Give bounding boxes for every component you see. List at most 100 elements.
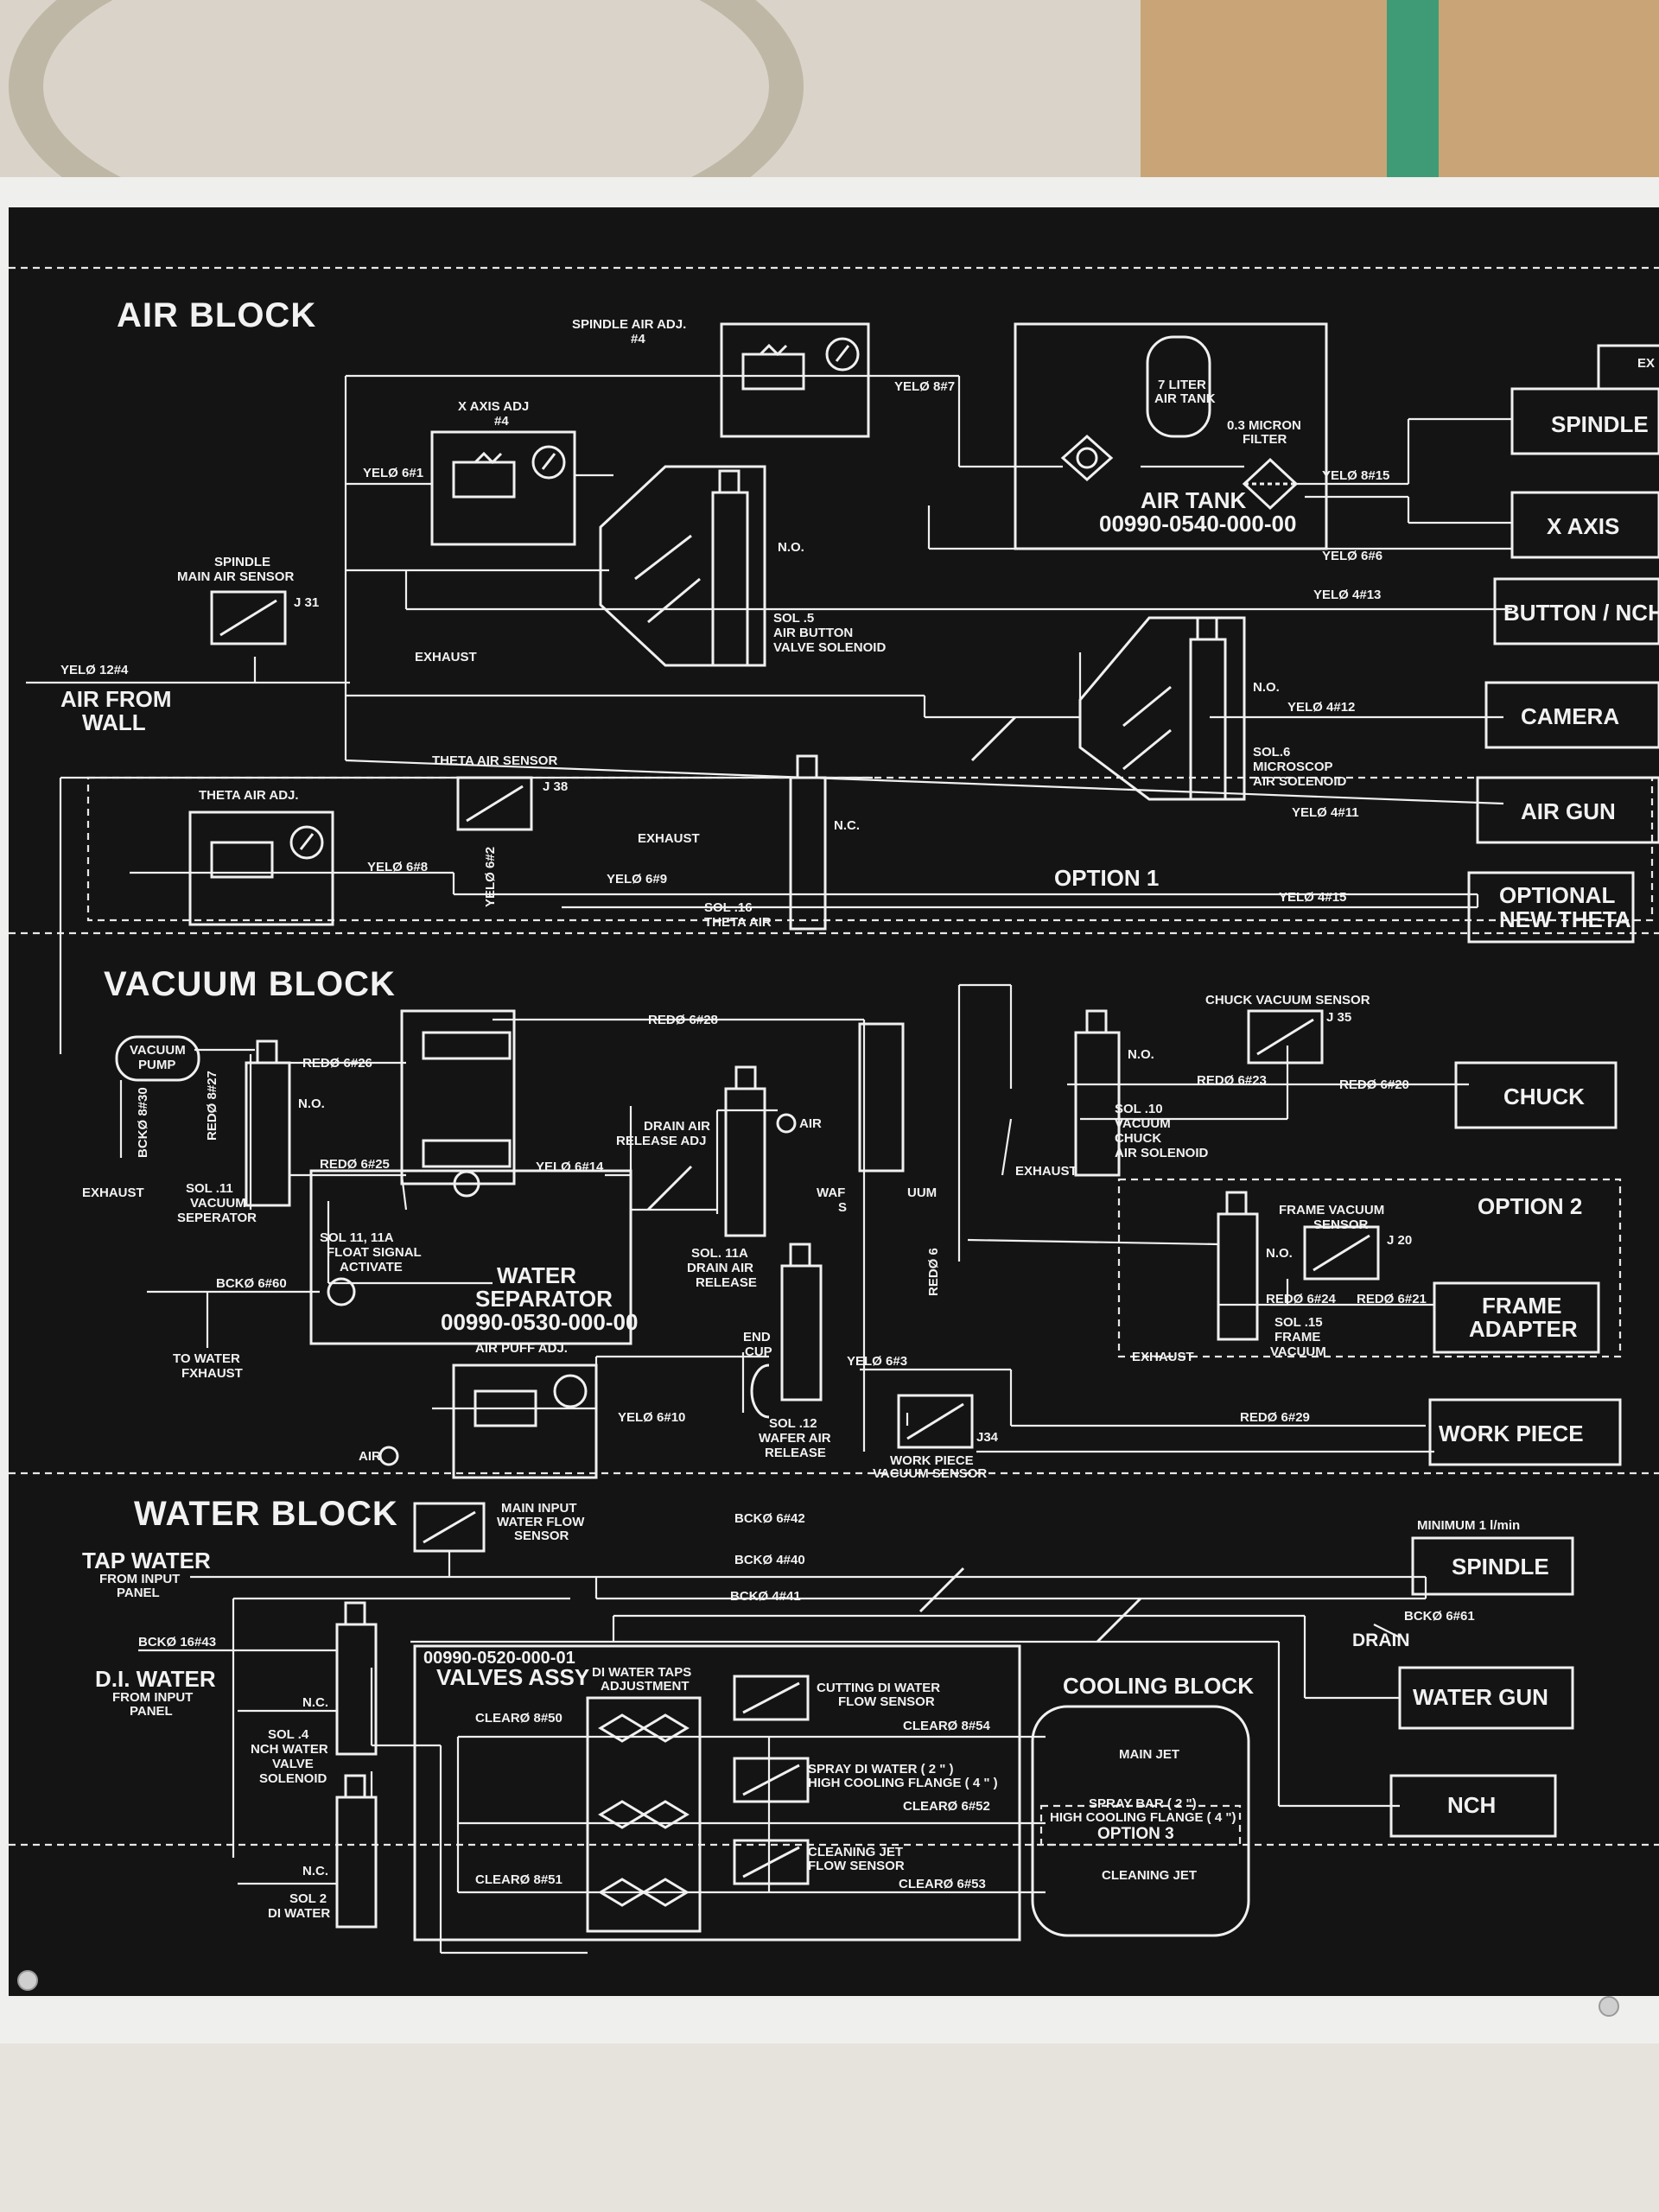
water-spindle-box [1411, 1536, 1574, 1596]
di-taps-block [586, 1696, 702, 1933]
main-sensor-label-2: WATER FLOW [497, 1515, 585, 1529]
line-b8-30: BCKØ 8#30 [136, 1087, 150, 1158]
line-b6-60: BCKØ 6#60 [216, 1276, 287, 1291]
option3-box [1039, 1804, 1242, 1847]
output-nch: NCH [1447, 1792, 1496, 1818]
main-sensor-label-3: SENSOR [514, 1529, 569, 1543]
work-piece-sensor-label: WORK PIECE [890, 1453, 974, 1468]
valves-assy-label: VALVES ASSY [436, 1664, 589, 1690]
line-b4-40: BCKØ 4#40 [734, 1553, 805, 1567]
tap-water-from: FROM INPUT [99, 1572, 180, 1586]
theta-sensor-label: THETA AIR SENSOR [432, 753, 557, 768]
sol4-nc: N.C. [302, 1695, 328, 1710]
water-flow-sensors [733, 1675, 810, 1885]
work-piece-sensor-desc: VACUUM SENSOR [873, 1466, 987, 1481]
sol11-valve [245, 1039, 291, 1207]
theta-exhaust-label: EXHAUST [638, 831, 700, 846]
line-r6-28: REDØ 6#28 [648, 1013, 718, 1027]
line-y8-15: YELØ 8#15 [1322, 468, 1389, 483]
sol12-desc-2: RELEASE [765, 1446, 826, 1460]
water-separator-label: WATER [497, 1262, 576, 1288]
work-piece-sensor-slash [906, 1402, 964, 1440]
sol11-label: SOL .11 [186, 1181, 233, 1196]
theta-air-adj [188, 810, 334, 926]
output-water-gun: WATER GUN [1413, 1684, 1548, 1710]
line-r6-20: REDØ 6#20 [1339, 1077, 1409, 1092]
frame-adapter-box [1433, 1281, 1600, 1354]
j38-label: J 38 [543, 779, 568, 794]
line-r6-25: REDØ 6#25 [320, 1157, 390, 1172]
sol10-valve [1074, 1009, 1121, 1177]
chuck-exhaust-label: EXHAUST [1015, 1164, 1077, 1179]
option2-label: OPTION 2 [1478, 1193, 1582, 1219]
cutting-sensor-label: CUTTING DI WATER [817, 1681, 940, 1695]
output-button-nch: BUTTON / NCH [1503, 600, 1659, 626]
sol16-valve [789, 754, 827, 931]
sol4-label: SOL .4 [268, 1727, 309, 1742]
sol6-label: SOL.6 [1253, 745, 1290, 760]
sol6-desc: MICROSCOP [1253, 760, 1333, 774]
schematic-diagram: AIR BLOCK [9, 266, 1659, 1955]
output-spindle: SPINDLE [1551, 411, 1649, 437]
to-water-exhaust: TO WATER [173, 1351, 240, 1366]
drain-air-label-2: RELEASE ADJ [616, 1134, 706, 1148]
spray-sensor-label: SPRAY DI WATER ( 2 " ) [808, 1762, 954, 1777]
sol4-desc-2: VALVE [272, 1757, 314, 1771]
sol10-desc: VACUUM [1115, 1116, 1171, 1131]
line-b6-42: BCKØ 6#42 [734, 1511, 805, 1526]
water-separator-label-2: SEPARATOR [475, 1286, 613, 1312]
line-r8-27: REDØ 8#27 [205, 1071, 219, 1141]
spray-bar-label-2: HIGH COOLING FLANGE ( 4 ") [1050, 1810, 1236, 1825]
output-water-spindle: SPINDLE [1452, 1554, 1549, 1580]
sol5-valve [599, 465, 766, 667]
main-sensor-label: MAIN INPUT [501, 1501, 577, 1516]
sol4-desc: NCH WATER [251, 1742, 328, 1757]
vacuum-lines [119, 983, 1469, 1453]
air-puff-adj [378, 1363, 598, 1479]
line-b16-43: BCKØ 16#43 [138, 1635, 216, 1649]
option3-label: OPTION 3 [1097, 1825, 1174, 1843]
line-y6-2: YELØ 6#2 [483, 847, 498, 907]
air-outputs [1467, 344, 1659, 944]
output-camera: CAMERA [1521, 703, 1619, 729]
line-r6-23: REDØ 6#23 [1197, 1073, 1267, 1088]
line-r6-24: REDØ 6#24 [1266, 1292, 1337, 1306]
spindle-sensor-desc: MAIN AIR SENSOR [177, 569, 294, 584]
line-y6-3: YELØ 6#3 [847, 1354, 907, 1369]
sol15-valve [1217, 1191, 1259, 1341]
chuck-sensor-slash [1256, 1018, 1314, 1056]
end-cup-label-2: CUP [745, 1344, 772, 1359]
panel-screw-right [1599, 1996, 1619, 2017]
sol15-no: N.O. [1266, 1246, 1293, 1261]
x-axis-adj-label: X AXIS ADJ [458, 399, 529, 414]
water-separator [309, 1009, 632, 1345]
sol5-desc: AIR BUTTON [773, 626, 853, 640]
valves-assy-part: 00990-0520-000-01 [423, 1649, 575, 1668]
to-water-exhaust-2: FXHAUST [181, 1366, 243, 1381]
filter-label: 0.3 MICRON [1227, 418, 1301, 433]
wafer-valve [858, 1022, 905, 1173]
panel-screw-left [17, 1970, 38, 1991]
work-piece-box [1428, 1398, 1622, 1466]
sol11a-float-label: SOL 11, 11A [320, 1230, 394, 1245]
sol11a-drain-desc: DRAIN AIR [687, 1261, 753, 1275]
main-jet-label: MAIN JET [1119, 1747, 1179, 1762]
j20-label: J 20 [1387, 1233, 1412, 1248]
sol4-valve [335, 1601, 378, 1756]
di-water-label: D.I. WATER [95, 1666, 216, 1692]
line-c6-52: CLEARØ 6#52 [903, 1799, 990, 1814]
j35-label: J 35 [1326, 1010, 1351, 1025]
wafer-vac-partial-2: UUM [907, 1185, 937, 1200]
line-y4-12: YELØ 4#12 [1287, 700, 1355, 715]
frame-sensor-icon [1303, 1225, 1380, 1281]
line-c8-50: CLEARØ 8#50 [475, 1711, 563, 1726]
line-r6-21: REDØ 6#21 [1357, 1292, 1427, 1306]
di-taps-label-2: ADJUSTMENT [601, 1679, 690, 1694]
spindle-sensor-label: SPINDLE [214, 555, 270, 569]
sol5-no-label: N.O. [778, 540, 804, 555]
spindle-sensor-slash [219, 599, 277, 637]
air-from-wall-label: AIR FROM [60, 686, 172, 712]
line-r6-29: REDØ 6#29 [1240, 1410, 1310, 1425]
output-frame-2: ADAPTER [1469, 1316, 1578, 1342]
sol15-desc: FRAME [1274, 1330, 1320, 1344]
